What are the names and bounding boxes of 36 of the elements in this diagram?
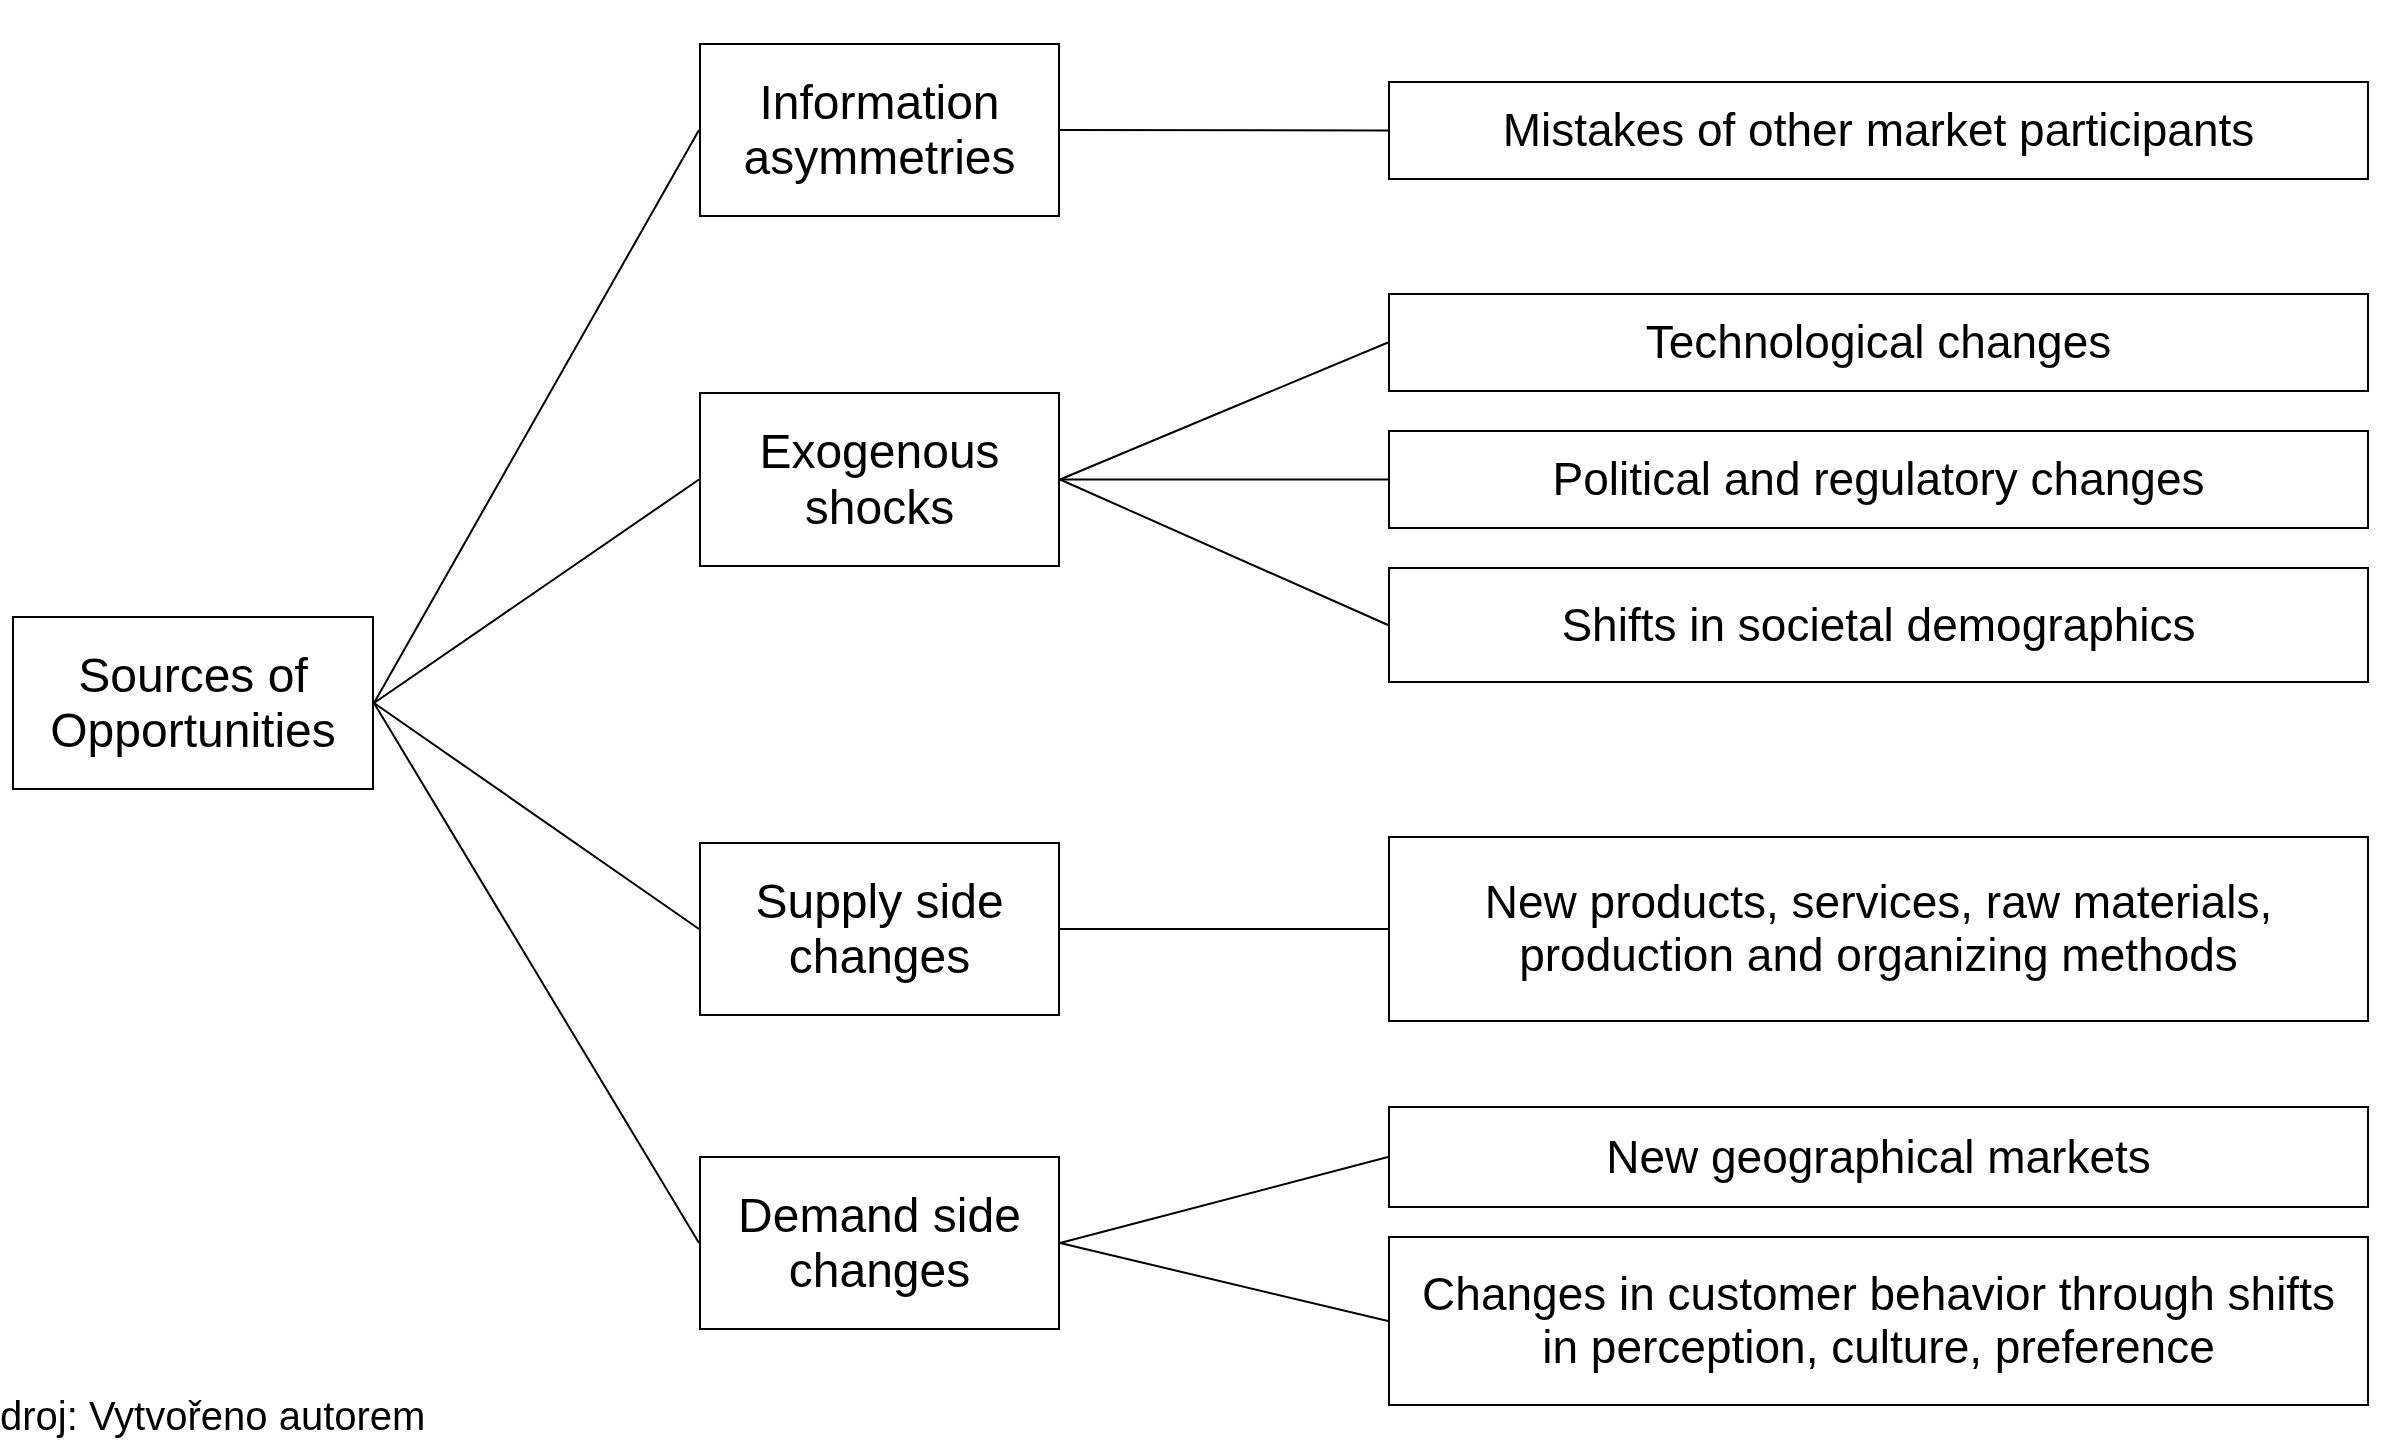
connector-line — [1059, 928, 1389, 930]
connector-line — [373, 478, 700, 704]
box-text: Mistakes of other market participants — [1502, 104, 2255, 157]
process-box — [1388, 836, 2369, 1022]
process-box — [699, 842, 1060, 1016]
process-box — [1388, 1106, 2369, 1208]
box-text: Information asymmetries — [742, 74, 1017, 186]
process-box — [699, 1156, 1060, 1330]
process-box — [1388, 293, 2369, 392]
connector-line — [1059, 1242, 1389, 1322]
connector-line — [1059, 478, 1389, 481]
box-text: Changes in customer behavior through shifts in perception, culture, preference — [1421, 1268, 2336, 1374]
connector-line — [373, 129, 700, 704]
box-text: Demand side changes — [737, 1187, 1022, 1299]
process-box — [1388, 1236, 2369, 1406]
box-text: New products, services, raw materials, production and organizing methods — [1483, 876, 2274, 982]
source-note: droj: Vytvořeno autorem — [0, 1396, 426, 1436]
connector-line — [1059, 129, 1389, 132]
process-box — [1388, 430, 2369, 529]
box-text: Exogenous shocks — [758, 424, 1001, 535]
box-text: Technological changes — [1645, 316, 2112, 369]
process-box — [1388, 81, 2369, 180]
connector-line — [1059, 478, 1389, 626]
process-box — [699, 43, 1060, 217]
box-text: Shifts in societal demographics — [1561, 598, 2196, 652]
box-text: New geographical markets — [1606, 1130, 2151, 1184]
box-text: Supply side changes — [754, 873, 1005, 985]
box-text: Sources of Opportunities — [49, 647, 337, 759]
process-box — [699, 392, 1060, 567]
connector-line — [1059, 341, 1389, 481]
connector-line — [373, 702, 700, 1244]
connector-line — [1059, 1156, 1389, 1244]
process-box — [12, 616, 374, 790]
connector-line — [373, 702, 700, 930]
box-text: Political and regulatory changes — [1552, 453, 2205, 506]
process-box — [1388, 567, 2369, 683]
